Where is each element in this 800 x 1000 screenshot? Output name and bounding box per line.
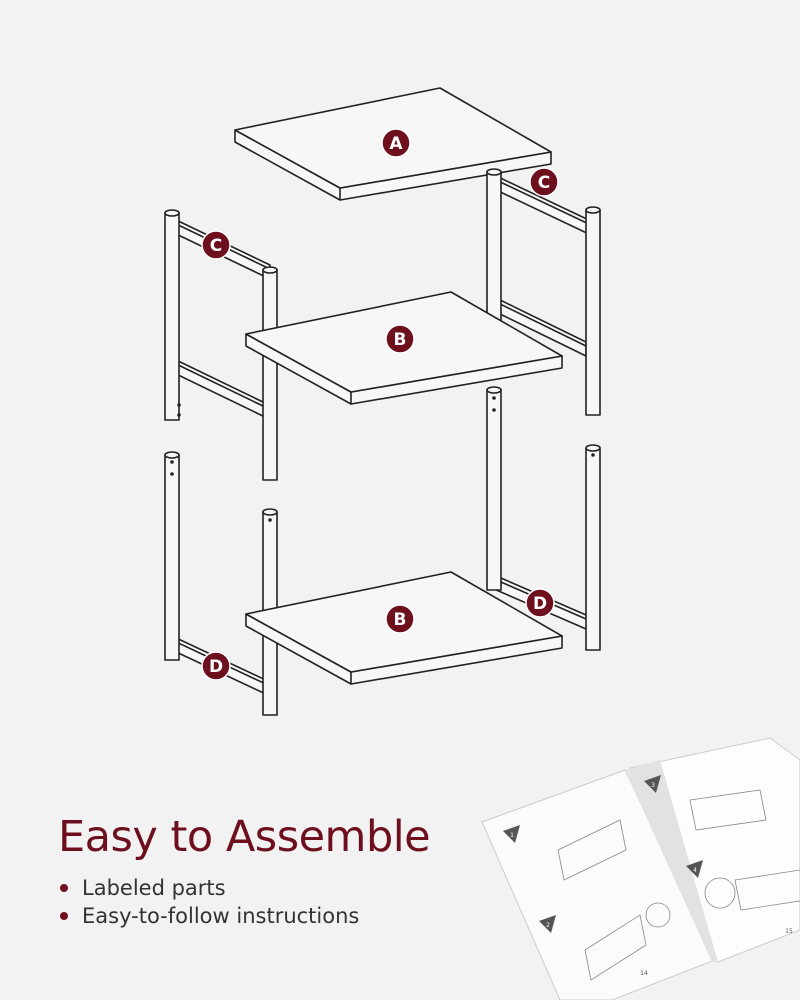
svg-text:B: B <box>394 610 407 630</box>
part-label-a: A <box>381 128 411 158</box>
bullet-dot-icon <box>60 884 68 892</box>
heading: Easy to Assemble <box>58 812 431 862</box>
svg-text:D: D <box>533 594 547 614</box>
page-number: 15 <box>785 928 793 935</box>
step-number: 1 <box>510 832 514 839</box>
svg-text:B: B <box>394 330 407 350</box>
part-label-b: B <box>385 324 415 354</box>
part-label-b: B <box>385 604 415 634</box>
part-label-d: D <box>525 588 555 618</box>
bullet-item: Easy-to-follow instructions <box>60 902 359 930</box>
part-label-c: C <box>529 167 559 197</box>
step-number: 4 <box>693 867 697 874</box>
svg-text:C: C <box>210 236 222 256</box>
svg-text:D: D <box>209 657 223 677</box>
bullet-item: Labeled parts <box>60 874 359 902</box>
part-label-c: C <box>201 230 231 260</box>
instruction-booklet-image: 1 2 3 4 14 15 <box>481 737 800 1000</box>
step-number: 3 <box>651 782 655 789</box>
page-number: 14 <box>640 970 648 977</box>
bullet-text: Labeled parts <box>82 876 226 900</box>
bullet-text: Easy-to-follow instructions <box>82 904 360 928</box>
bullet-dot-icon <box>60 912 68 920</box>
feature-list: Labeled parts Easy-to-follow instruction… <box>60 874 359 930</box>
part-label-d: D <box>201 651 231 681</box>
step-number: 2 <box>546 922 550 929</box>
svg-text:A: A <box>389 134 403 154</box>
svg-text:C: C <box>538 173 550 193</box>
